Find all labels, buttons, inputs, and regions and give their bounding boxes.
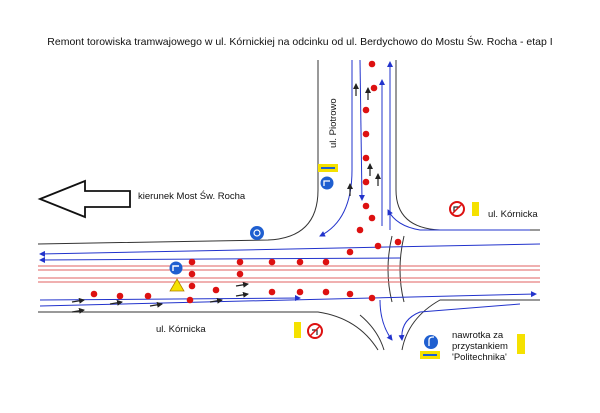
street-label-piotrowo: ul. Piotrowo [328,98,339,148]
no-turn-sign-icon [449,201,479,217]
supplementary-plate-icon [517,334,525,354]
direction-arrow-icon [37,179,131,219]
supplementary-plate-icon [294,322,301,338]
street-label-kornicka-left: ul. Kórnicka [156,324,206,335]
no-left-turn-sign-icon [294,322,323,339]
map-title: Remont torowiska tramwajowego w ul. Kórn… [47,36,553,48]
direction-label: kierunek Most Św. Rocha [138,191,246,202]
turn-right-sign-icon [169,261,183,275]
supplementary-plate-icon [472,202,479,216]
turnaround-label-line2: przystankiem [452,341,508,352]
turnaround-label-line3: 'Politechnika' [452,352,507,363]
tram-tracks [38,265,540,283]
traffic-cones [90,60,402,304]
warning-triangle-icon [169,278,185,292]
street-label-kornicka-right: ul. Kórnicka [488,209,538,220]
road-edges [37,60,540,351]
piotrowo-turn-sign-icon [318,164,338,190]
roundabout-sign-icon [250,226,264,240]
lane-shift-arrows [71,83,381,314]
turnaround-sign-icon [420,334,525,359]
turnaround-label-line1: nawrotka za [452,330,504,341]
